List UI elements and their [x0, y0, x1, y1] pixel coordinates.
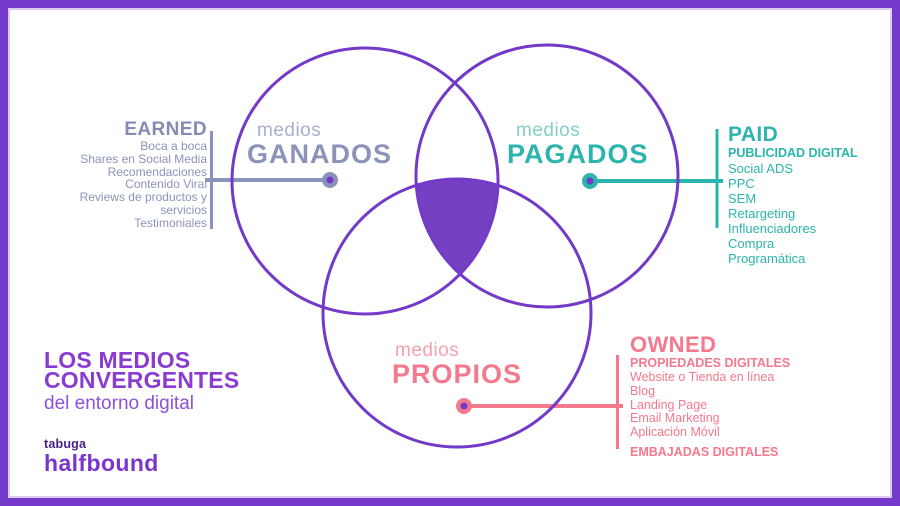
paid-item: Social ADS — [728, 161, 794, 176]
earned-connector — [205, 131, 330, 229]
title-block: LOS MEDIOS CONVERGENTES del entorno digi… — [44, 347, 274, 414]
earned-item: Boca a boca — [140, 139, 207, 153]
paid-circle-outline — [414, 43, 680, 309]
paid-dot-inner — [586, 177, 594, 185]
earned-circle-outline — [230, 46, 500, 316]
earned-title: EARNED — [124, 119, 207, 140]
earned-item: Reviews de productos y servicios — [79, 190, 207, 217]
paid-title: PAID — [728, 123, 779, 146]
earned-block: EARNED Boca a boca Shares en Social Medi… — [37, 120, 207, 230]
pagados-prefix: medios — [516, 120, 581, 141]
pagados-name: PAGADOS — [507, 139, 649, 169]
owned-block: OWNED PROPIEDADES DIGITALES Website o Ti… — [630, 333, 810, 459]
owned-item: Email Marketing — [630, 411, 720, 426]
owned-title: OWNED — [630, 332, 717, 357]
owned-footer: EMBAJADAS DIGITALES — [630, 444, 779, 459]
owned-item: Landing Page — [630, 397, 708, 412]
ganados-label: medios GANADOS — [247, 120, 393, 169]
earned-item: Shares en Social Media — [80, 151, 207, 166]
brand-logo: tabuga halfbound — [44, 437, 159, 475]
owned-connector — [464, 355, 623, 449]
paid-block: PAID PUBLICIDAD DIGITAL Social ADS PPC S… — [728, 123, 878, 267]
propios-prefix: medios — [395, 340, 460, 361]
owned-circle-outline — [321, 177, 593, 449]
brand-tabuga: tabuga — [44, 437, 87, 451]
paid-item: Retargeting — [728, 206, 796, 221]
owned-item: Website o Tienda en línea — [630, 370, 775, 384]
ganados-name: GANADOS — [247, 139, 393, 169]
ganados-prefix: medios — [257, 120, 322, 141]
page-title: LOS MEDIOS CONVERGENTES — [44, 347, 240, 393]
propios-name: PROPIOS — [392, 359, 523, 389]
paid-connector — [590, 129, 723, 228]
brand-halfbound: halfbound — [44, 450, 159, 476]
pagados-label: medios PAGADOS — [507, 120, 649, 169]
earned-item: Testimoniales — [134, 215, 207, 230]
paid-item: SEM — [728, 191, 757, 206]
propios-label: medios PROPIOS — [392, 340, 523, 389]
owned-dot-inner — [460, 402, 468, 410]
paid-item: Compra Programática — [728, 236, 806, 266]
owned-item: Blog — [630, 383, 656, 398]
earned-item: Recomendaciones — [107, 164, 207, 179]
page-subtitle: del entorno digital — [44, 393, 194, 414]
earned-dot-inner — [326, 176, 334, 184]
paid-item: Influenciadores — [728, 221, 817, 236]
owned-item: Aplicación Móvil — [630, 425, 720, 440]
paid-subtitle: PUBLICIDAD DIGITAL — [728, 146, 858, 160]
earned-item: Contenido Viral — [125, 177, 207, 192]
paid-item: PPC — [728, 176, 755, 191]
owned-subtitle: PROPIEDADES DIGITALES — [630, 356, 791, 370]
